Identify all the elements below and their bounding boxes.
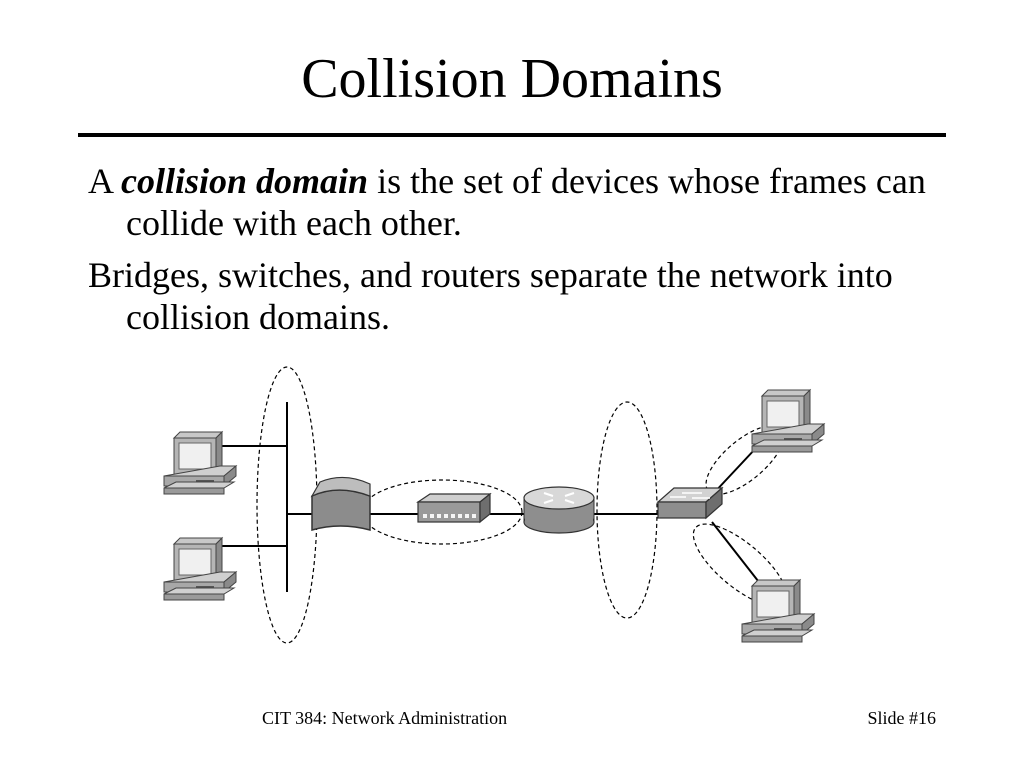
workstation-icon: [741, 579, 815, 643]
bullet-rest: is the set of devices whose frames can c…: [126, 161, 926, 243]
workstation-icon: [163, 537, 237, 601]
slide-title: Collision Domains: [301, 48, 723, 110]
footer-slide-number: Slide #16: [867, 708, 936, 728]
bullet-list: A collision domain is the set of devices…: [88, 160, 968, 348]
bridge-icon: [310, 476, 371, 531]
bullet-prefix: A: [88, 161, 122, 201]
network-diagram: [163, 366, 825, 644]
multilayer-switch-icon: [656, 486, 724, 520]
footer-course: CIT 384: Network Administration: [262, 708, 508, 728]
bullet-item: A collision domain is the set of devices…: [88, 160, 968, 244]
bullet-item: Bridges, switches, and routers separate …: [88, 255, 893, 337]
router-icon: [523, 486, 595, 534]
switch-icon: [416, 492, 492, 524]
collision-domain-ellipse: [596, 401, 658, 619]
workstation-icon: [163, 431, 237, 495]
title-divider: [78, 133, 946, 137]
workstation-icon: [751, 389, 825, 453]
bullet-term: collision domain: [121, 161, 369, 201]
